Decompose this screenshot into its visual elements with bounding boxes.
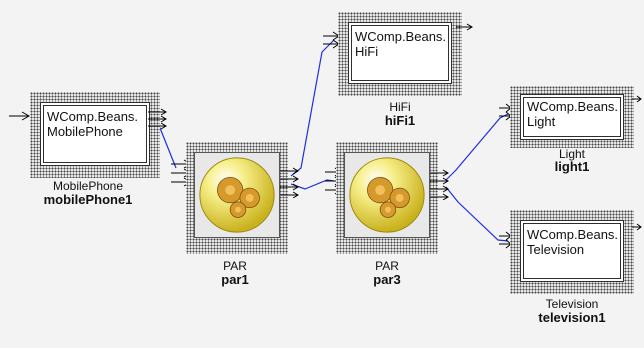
bean-instance-name: par1	[221, 272, 249, 287]
bean-television[interactable]: WComp.Beans.Television Television televi…	[498, 210, 644, 340]
bean-frame	[336, 142, 438, 254]
bean-par1[interactable]: PAR par1	[170, 142, 300, 302]
bean-class-label: WComp.Beans.MobilePhone	[47, 109, 139, 139]
bean-light[interactable]: WComp.Beans.Light Light light1	[498, 86, 644, 186]
bean-body: WComp.Beans.Television	[520, 220, 624, 282]
bean-type-label: Light	[558, 147, 586, 161]
bean-body	[344, 152, 430, 238]
bean-frame	[186, 142, 288, 254]
output-pin-icon[interactable]	[632, 222, 642, 232]
output-pins-icon[interactable]	[280, 166, 300, 198]
bean-par3[interactable]: PAR par3	[324, 142, 454, 302]
bean-mobilephone[interactable]: WComp.Beans.MobilePhone MobilePhone mobi…	[8, 92, 168, 212]
gears-icon	[199, 157, 275, 233]
bean-body: WComp.Beans.HiFi	[348, 22, 452, 84]
bean-type-label: PAR	[223, 259, 247, 273]
output-pin-icon[interactable]	[632, 94, 642, 104]
bean-instance-name: par3	[373, 272, 401, 287]
bean-class-label: WComp.Beans.Television	[527, 227, 619, 257]
bean-type-label: PAR	[375, 259, 399, 273]
bean-frame: WComp.Beans.HiFi	[338, 12, 462, 96]
bean-body: WComp.Beans.Light	[520, 94, 624, 140]
bean-instance-name: mobilePhone1	[43, 192, 133, 207]
bean-instance-name: television1	[538, 310, 606, 325]
bean-body: WComp.Beans.MobilePhone	[40, 102, 150, 166]
bean-class-label: WComp.Beans.HiFi	[355, 29, 447, 59]
gears-icon	[349, 157, 425, 233]
bean-class-label: WComp.Beans.Light	[527, 99, 619, 129]
bean-type-label: MobilePhone	[52, 179, 124, 193]
output-pins-icon[interactable]	[430, 168, 450, 200]
bean-instance-name: light1	[554, 159, 590, 174]
bean-instance-name: hiFi1	[384, 113, 416, 128]
bean-hifi[interactable]: WComp.Beans.HiFi HiFi hiFi1	[322, 12, 482, 132]
input-pin-icon[interactable]	[8, 110, 30, 122]
bean-type-label: HiFi	[389, 100, 411, 114]
bean-frame: WComp.Beans.Television	[510, 210, 634, 294]
output-pins-icon[interactable]	[148, 108, 168, 130]
bean-type-label: Television	[545, 297, 599, 311]
bean-body	[194, 152, 280, 238]
bean-frame: WComp.Beans.Light	[510, 86, 634, 148]
bean-frame: WComp.Beans.MobilePhone	[30, 92, 160, 178]
output-pin-icon[interactable]	[456, 22, 474, 32]
